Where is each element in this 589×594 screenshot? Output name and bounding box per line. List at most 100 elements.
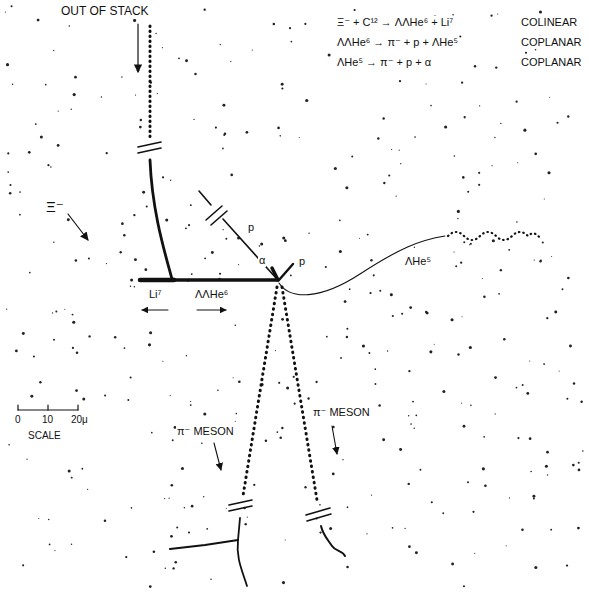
grain xyxy=(329,527,332,530)
grain xyxy=(230,61,231,62)
grain xyxy=(57,144,60,147)
grain xyxy=(15,350,18,353)
grain xyxy=(40,135,43,138)
grain xyxy=(414,136,416,138)
grain xyxy=(52,312,53,313)
grain xyxy=(238,264,239,265)
grain xyxy=(282,236,285,239)
grain xyxy=(149,331,152,334)
grain xyxy=(533,498,535,500)
grain xyxy=(567,277,570,280)
pion-dotted-track xyxy=(243,287,277,496)
grain xyxy=(130,279,133,282)
grain xyxy=(71,477,73,479)
break-mark xyxy=(306,508,330,515)
grain xyxy=(188,531,190,533)
grain xyxy=(188,224,190,226)
grain xyxy=(399,150,400,151)
break-mark xyxy=(138,148,161,153)
particle-label: ΛΛHe⁶ xyxy=(194,288,229,301)
grain xyxy=(503,338,506,341)
grain xyxy=(142,191,145,194)
grain xyxy=(291,41,293,43)
grain xyxy=(408,370,410,372)
hyperfragment-track xyxy=(174,278,278,282)
grain xyxy=(534,152,537,155)
grain xyxy=(133,214,135,216)
grain xyxy=(522,384,524,386)
grain xyxy=(181,467,184,470)
grain xyxy=(308,233,309,234)
grain xyxy=(144,268,147,271)
grain-texture xyxy=(5,5,584,588)
grain xyxy=(375,383,377,385)
grain xyxy=(38,518,39,519)
grain xyxy=(530,471,532,473)
grain xyxy=(408,545,411,548)
grain xyxy=(72,314,74,316)
grain xyxy=(224,132,227,135)
grain xyxy=(551,256,552,257)
grain xyxy=(165,567,167,569)
grain xyxy=(454,155,456,157)
grain xyxy=(340,357,342,359)
grain xyxy=(185,227,187,229)
grain xyxy=(457,353,459,355)
grain xyxy=(378,404,380,406)
direction-arrow xyxy=(142,310,168,311)
grain xyxy=(484,484,487,487)
grain xyxy=(68,469,71,472)
grain xyxy=(346,566,349,569)
grain xyxy=(146,205,148,207)
grain xyxy=(567,115,569,117)
grain xyxy=(71,543,73,545)
grain xyxy=(104,519,107,522)
grain xyxy=(162,361,163,362)
grain xyxy=(82,397,85,400)
grain xyxy=(517,162,518,163)
grain xyxy=(281,83,284,86)
grain xyxy=(119,251,121,253)
grain xyxy=(53,339,55,341)
grain xyxy=(392,315,394,317)
grain xyxy=(516,387,518,389)
grain xyxy=(396,196,397,197)
grain xyxy=(408,415,409,416)
grain xyxy=(572,464,575,467)
grain xyxy=(546,317,548,319)
grain xyxy=(50,166,52,168)
grain xyxy=(495,66,497,68)
grain xyxy=(367,234,369,236)
grain xyxy=(170,180,171,181)
grain xyxy=(377,137,379,139)
grain xyxy=(460,262,462,264)
grain xyxy=(426,83,427,84)
grain xyxy=(72,347,74,349)
grain xyxy=(47,164,49,166)
grain xyxy=(562,288,564,290)
grain xyxy=(469,244,470,245)
grain xyxy=(273,23,275,25)
grain xyxy=(339,250,342,253)
grain xyxy=(191,505,194,508)
grain xyxy=(190,404,192,406)
grain xyxy=(73,93,76,96)
particle-label: π⁻ MESON xyxy=(176,425,235,438)
grain xyxy=(104,394,106,396)
grain xyxy=(176,526,178,528)
grain xyxy=(401,313,403,315)
grain xyxy=(315,381,317,383)
grain xyxy=(369,292,371,294)
grain xyxy=(431,501,433,503)
grain xyxy=(11,5,13,7)
grain xyxy=(190,401,191,402)
grain xyxy=(382,117,384,119)
scale-number: 20μ xyxy=(70,414,89,426)
grain xyxy=(414,428,415,429)
grain xyxy=(35,123,37,125)
grain xyxy=(469,346,472,349)
grain xyxy=(470,243,472,245)
grain xyxy=(462,316,463,317)
grain xyxy=(210,579,211,580)
grain xyxy=(429,350,432,353)
